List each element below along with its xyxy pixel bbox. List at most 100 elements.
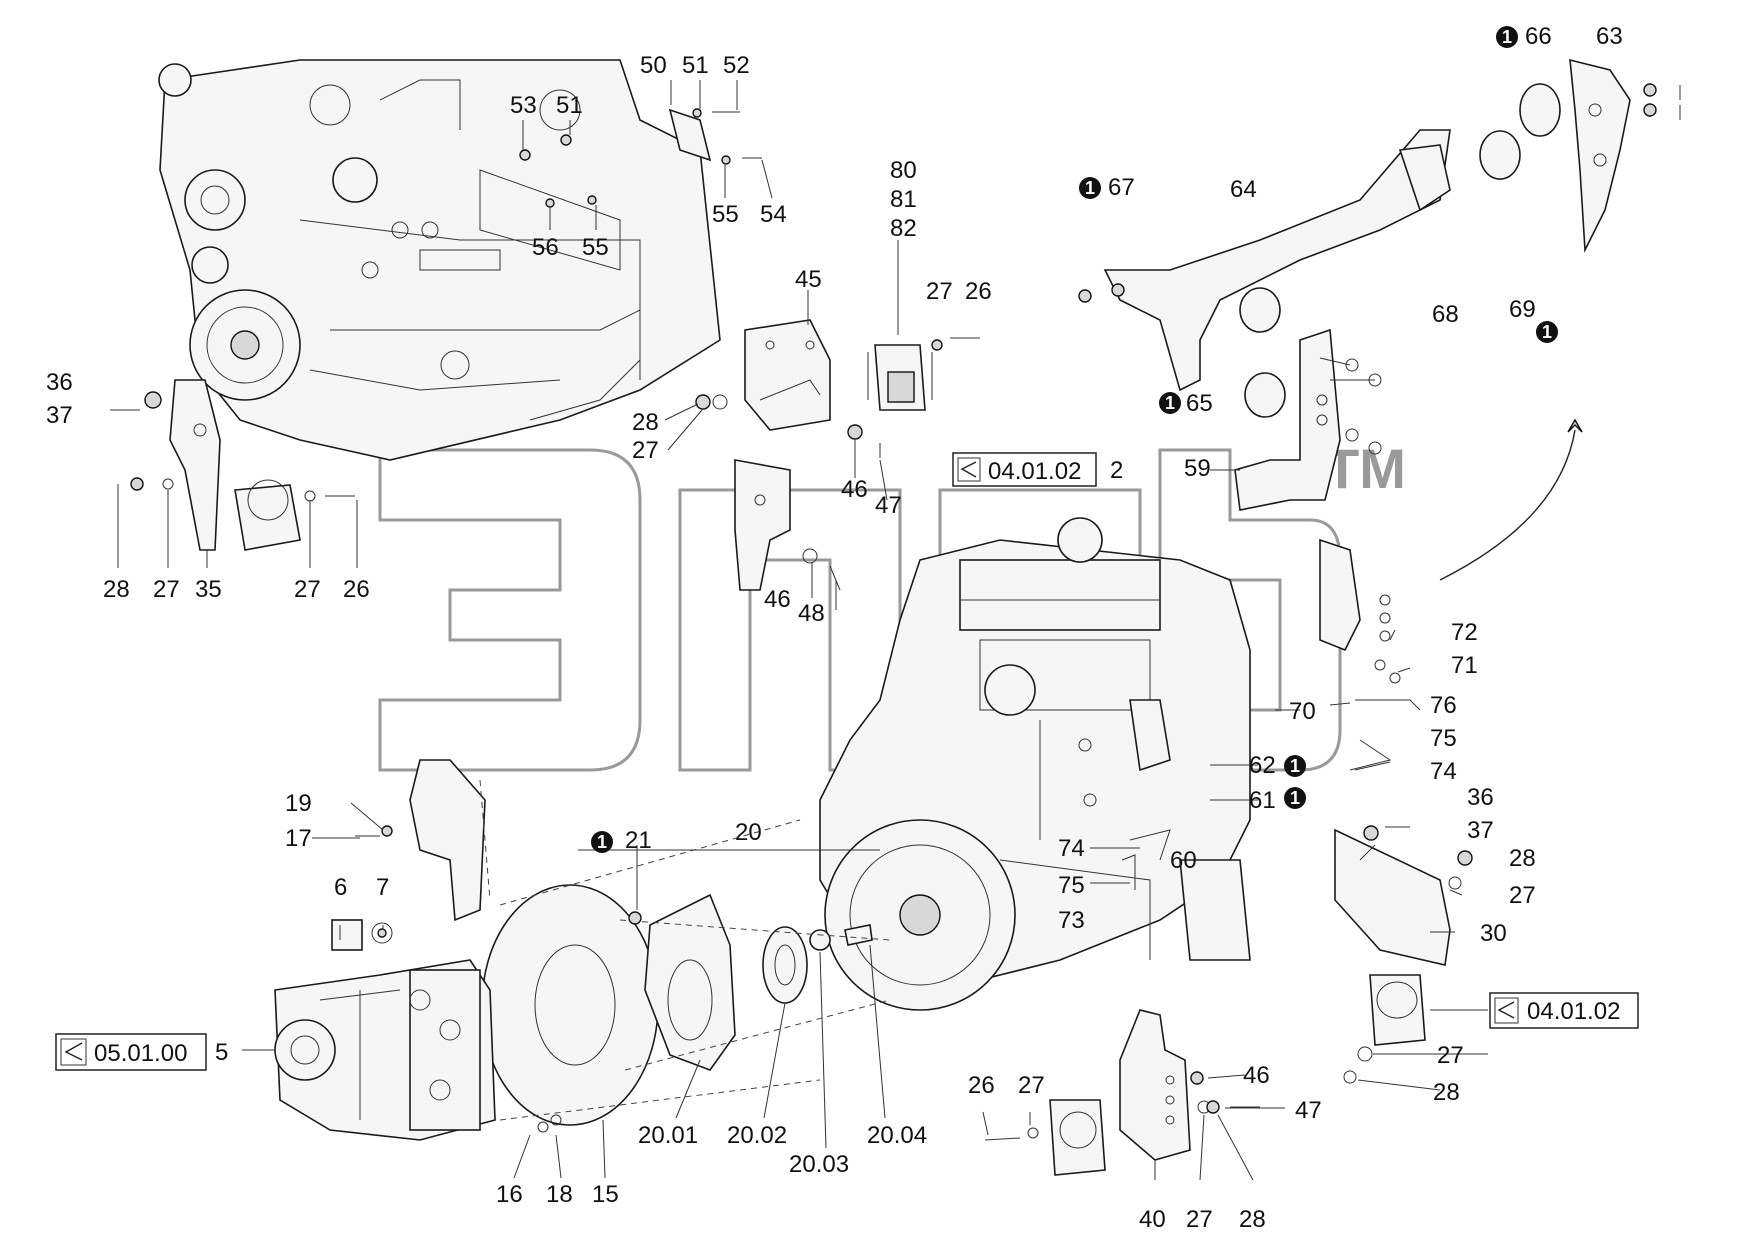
part-label: 20.01 (638, 1122, 698, 1149)
svg-text:1: 1 (1290, 756, 1300, 776)
part-label: 55 (712, 201, 739, 228)
part-label: 37 (1467, 817, 1494, 844)
note-marker-icon: 1 (1284, 787, 1306, 809)
part-label: 20.02 (727, 1122, 787, 1149)
part-label: 82 (890, 215, 917, 242)
part-label: 50 (640, 52, 667, 79)
part-label: 27 (1186, 1206, 1213, 1233)
part-label: 69 (1509, 296, 1536, 323)
part-label: 71 (1451, 652, 1478, 679)
part-label: 81 (890, 186, 917, 213)
reference-code: 04.01.02 (988, 458, 1081, 485)
svg-text:1: 1 (1165, 393, 1175, 413)
part-label: 37 (46, 402, 73, 429)
svg-text:1: 1 (597, 832, 607, 852)
part-label: 59 (1184, 455, 1211, 482)
part-label: 66 (1525, 23, 1552, 50)
reference-box-right[interactable]: 04.01.02 (1489, 992, 1639, 1029)
coupling-20-assembly (481, 819, 891, 1133)
part-label: 28 (1239, 1206, 1266, 1233)
reference-arrow-icon (64, 1042, 83, 1061)
part-label: 36 (46, 369, 73, 396)
svg-text:1: 1 (1542, 322, 1552, 342)
part-label: 27 (1437, 1042, 1464, 1069)
part-label: 27 (294, 576, 321, 603)
part-label: 52 (723, 52, 750, 79)
bracket-30-assembly (1334, 825, 1473, 1084)
part-label: 7 (376, 874, 389, 901)
part-label: 65 (1186, 390, 1213, 417)
part-label: 67 (1108, 174, 1135, 201)
part-label: 27 (632, 437, 659, 464)
part-label: 18 (546, 1181, 573, 1208)
upper-hardware (519, 108, 762, 208)
part-label: 17 (285, 825, 312, 852)
reference-box-upper[interactable]: 04.01.02 (952, 452, 1097, 487)
part-label: 53 (510, 92, 537, 119)
part-label: 6 (334, 874, 347, 901)
part-label: 5 (215, 1039, 228, 1066)
part-label: 19 (285, 790, 312, 817)
svg-text:1: 1 (1290, 788, 1300, 808)
part-label: 20.04 (867, 1122, 927, 1149)
crossmember-64-assembly (1078, 58, 1681, 511)
part-label: 28 (1433, 1079, 1460, 1106)
svg-text:1: 1 (1502, 27, 1512, 47)
part-label: 51 (682, 52, 709, 79)
reference-arrow-icon (1497, 1001, 1515, 1019)
part-label: 27 (1509, 882, 1536, 909)
part-label: 51 (556, 92, 583, 119)
note-marker-icon: 1 (1284, 755, 1306, 777)
part-labels: 50 51 52 53 51 55 54 56 55 80 81 82 27 2… (46, 23, 1623, 1233)
reference-code: 05.01.00 (94, 1040, 187, 1067)
reference-box-left[interactable]: 05.01.00 (55, 1033, 207, 1071)
note-marker-icon: 1 (591, 831, 613, 853)
part-label: 26 (965, 278, 992, 305)
part-label: 55 (582, 234, 609, 261)
pump-5-assembly (274, 919, 496, 1141)
upper-engine-assembly (158, 59, 721, 461)
part-label: 47 (875, 492, 902, 519)
part-label: 72 (1451, 619, 1478, 646)
part-label: 27 (153, 576, 180, 603)
part-label: 28 (103, 576, 130, 603)
part-label: 45 (795, 266, 822, 293)
part-label: 28 (632, 409, 659, 436)
bracket-45-assembly (695, 283, 980, 458)
direction-arrowhead (1567, 418, 1583, 433)
part-label: 21 (625, 827, 652, 854)
part-label: 47 (1295, 1097, 1322, 1124)
part-label: 64 (1230, 176, 1257, 203)
part-label: 16 (496, 1181, 523, 1208)
part-label: 54 (760, 201, 787, 228)
svg-text:1: 1 (1085, 178, 1095, 198)
part-label: 61 (1249, 787, 1276, 814)
part-label: 36 (1467, 784, 1494, 811)
part-label: 60 (1170, 847, 1197, 874)
part-label: 70 (1289, 698, 1316, 725)
note-marker-icon: 1 (1079, 177, 1101, 199)
part-label: 20 (735, 819, 762, 846)
bracket-46-48 (734, 459, 841, 591)
note-markers: 1 1 1 1 1 1 1 (591, 26, 1558, 853)
part-label: 26 (968, 1072, 995, 1099)
part-label: 35 (195, 576, 222, 603)
part-label: 46 (841, 476, 868, 503)
leader-lines (117, 80, 1488, 1181)
note-marker-icon: 1 (1159, 392, 1181, 414)
part-label: 48 (798, 600, 825, 627)
direction-arrow-line (1439, 429, 1576, 581)
bracket-40-assembly (984, 1009, 1260, 1176)
bracket-35-assembly (110, 379, 355, 551)
note-marker-icon: 1 (1496, 26, 1518, 48)
reference-code: 04.01.02 (1527, 998, 1620, 1025)
part-label: 62 (1249, 752, 1276, 779)
part-label: 27 (926, 278, 953, 305)
part-label: 75 (1058, 872, 1085, 899)
part-label: 15 (592, 1181, 619, 1208)
part-label: 56 (532, 234, 559, 261)
part-label: 73 (1058, 907, 1085, 934)
part-label: 46 (764, 586, 791, 613)
part-label: 30 (1480, 920, 1507, 947)
